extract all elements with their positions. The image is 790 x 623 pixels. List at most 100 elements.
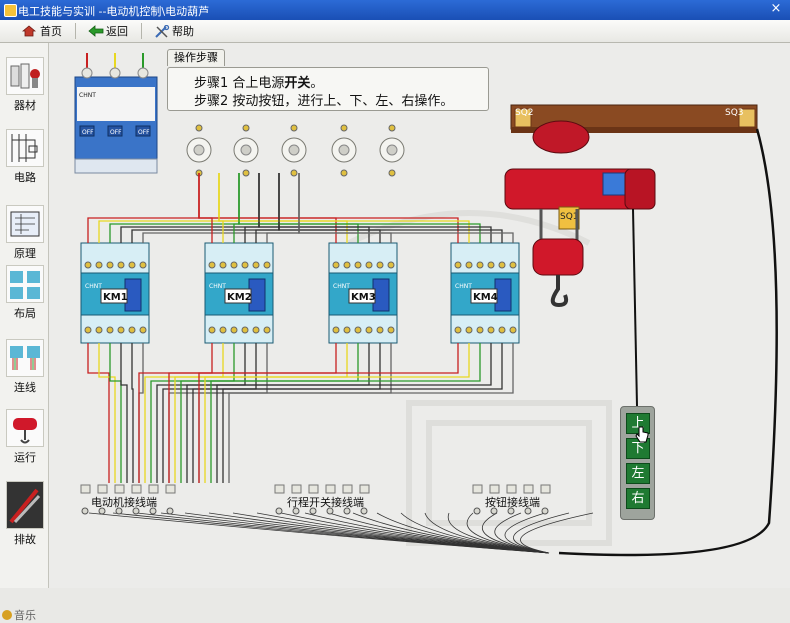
contactor-brand: CHNT xyxy=(85,283,102,290)
music-toggle[interactable]: 音乐 xyxy=(2,607,36,623)
back-arrow-icon xyxy=(88,25,104,37)
contactor-label: KM4 xyxy=(473,292,498,303)
music-label: 音乐 xyxy=(14,609,36,622)
contactor-brand: CHNT xyxy=(333,283,350,290)
sidebar-item-label: 布局 xyxy=(14,307,36,320)
back-button[interactable]: 返回 xyxy=(88,22,128,40)
circuit-breaker[interactable]: CHNT OFF OFF OFF xyxy=(74,76,158,174)
help-label: 帮助 xyxy=(172,25,194,38)
sidebar-item-label: 器材 xyxy=(14,99,36,112)
terminal-screw[interactable] xyxy=(148,484,159,515)
limit-switch-sq2: SQ2 xyxy=(515,108,534,118)
wire-bundle xyxy=(87,173,594,554)
fuse-holder[interactable] xyxy=(233,124,259,177)
sidebar-item-label: 连线 xyxy=(14,381,36,394)
sidebar: 器材 电路 原理 布局 连线 运行 排故 音乐 xyxy=(0,43,49,622)
limit-switch-sq1: SQ1 xyxy=(560,212,579,222)
terminal-screw[interactable] xyxy=(274,484,285,515)
toolbar: 首页 返回 帮助 xyxy=(0,20,790,43)
sidebar-item-wiring[interactable]: 连线 xyxy=(4,339,46,395)
motor-terminal-label: 电动机接线端 xyxy=(91,496,157,509)
terminal-screw[interactable] xyxy=(523,484,534,515)
steps-panel-title: 操作步骤 xyxy=(167,49,225,66)
help-tools-icon xyxy=(154,24,170,38)
sidebar-item-layout[interactable]: 布局 xyxy=(4,265,46,321)
sidebar-item-circuit[interactable]: 电路 xyxy=(4,129,46,185)
limit-switch-terminal-label: 行程开关接线端 xyxy=(287,496,364,509)
terminal-screw[interactable] xyxy=(342,484,353,515)
terminal-screw[interactable] xyxy=(359,484,370,515)
circuit-icon xyxy=(6,129,44,167)
sidebar-item-label: 原理 xyxy=(14,247,36,260)
home-button[interactable]: 首页 xyxy=(21,22,62,40)
button-right[interactable]: 右 xyxy=(626,488,650,509)
breaker-brand: CHNT xyxy=(79,92,96,99)
app-icon xyxy=(4,4,17,17)
help-button[interactable]: 帮助 xyxy=(154,22,194,40)
step-1-emphasis: 开关 xyxy=(284,76,311,91)
step-2: 步骤2 按动按钮，进行上、下、左、右操作。 xyxy=(194,94,454,109)
contactor-brand: CHNT xyxy=(455,283,472,290)
fuse-holder[interactable] xyxy=(331,124,357,177)
step-1-end: 。 xyxy=(310,76,324,91)
principle-icon xyxy=(6,205,44,243)
terminal-strips xyxy=(80,484,551,515)
terminal-screw[interactable] xyxy=(114,484,125,515)
hoist-run-icon xyxy=(6,409,44,447)
step-1-text: 步骤1 合上电源 xyxy=(194,76,285,91)
electric-hoist[interactable]: SQ1 xyxy=(504,120,656,308)
button-left[interactable]: 左 xyxy=(626,463,650,484)
wiring-icon xyxy=(6,339,44,377)
terminal-screw[interactable] xyxy=(506,484,517,515)
sidebar-item-label: 排故 xyxy=(14,533,36,546)
contactor-label: KM2 xyxy=(227,292,252,303)
contactor-label: KM1 xyxy=(103,292,128,303)
home-label: 首页 xyxy=(40,25,62,38)
close-button[interactable]: × xyxy=(770,1,782,16)
svg-text:OFF: OFF xyxy=(110,129,122,136)
layout-icon xyxy=(6,265,44,303)
sidebar-item-principle[interactable]: 原理 xyxy=(4,205,46,261)
title-bar: 电工技能与实训 --电动机控制\电动葫芦 × xyxy=(0,0,790,20)
fuse-holder[interactable] xyxy=(379,124,405,177)
terminal-screw[interactable] xyxy=(131,484,142,515)
fuse-holder[interactable] xyxy=(186,124,212,177)
home-icon xyxy=(21,25,37,37)
sidebar-item-equipment[interactable]: 器材 xyxy=(4,57,46,113)
sidebar-item-label: 运行 xyxy=(14,451,36,464)
svg-text:OFF: OFF xyxy=(82,129,94,136)
terminal-screw[interactable] xyxy=(80,484,91,515)
wiring-diagram: CHNT OFF OFF OFF CHNTKM1CHNTKM2CHNTKM3CH… xyxy=(74,53,778,557)
button-terminal-label: 按钮接线端 xyxy=(485,496,540,509)
terminal-screw[interactable] xyxy=(489,484,500,515)
hand-cursor-icon xyxy=(635,426,649,443)
terminal-screw[interactable] xyxy=(97,484,108,515)
back-label: 返回 xyxy=(106,25,128,38)
terminal-screw[interactable] xyxy=(165,484,176,515)
toolbar-divider xyxy=(75,23,76,39)
svg-text:OFF: OFF xyxy=(138,129,150,136)
terminal-screw[interactable] xyxy=(472,484,483,515)
contactor-brand: CHNT xyxy=(209,283,226,290)
limit-switch-sq3: SQ3 xyxy=(725,108,744,118)
sidebar-item-run[interactable]: 运行 xyxy=(4,409,46,465)
troubleshoot-tools-icon xyxy=(6,481,44,529)
terminal-screw[interactable] xyxy=(291,484,302,515)
terminal-screw[interactable] xyxy=(308,484,319,515)
music-icon xyxy=(2,610,12,620)
sidebar-item-troubleshoot[interactable]: 排故 xyxy=(4,481,46,547)
steps-panel: 步骤1 合上电源开关。 步骤2 按动按钮，进行上、下、左、右操作。 xyxy=(167,67,489,111)
toolbar-divider xyxy=(141,23,142,39)
sidebar-item-label: 电路 xyxy=(14,171,36,184)
contactor-label: KM3 xyxy=(351,292,376,303)
window-title: 电工技能与实训 --电动机控制\电动葫芦 xyxy=(18,5,210,18)
terminal-screw[interactable] xyxy=(540,484,551,515)
terminal-screw[interactable] xyxy=(325,484,336,515)
fuse-holder[interactable] xyxy=(281,124,307,177)
